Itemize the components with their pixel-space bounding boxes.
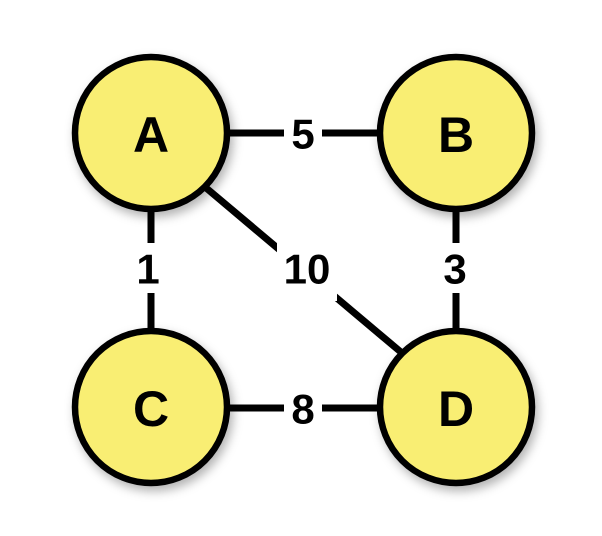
edge-label-b-d: 3 <box>433 243 477 293</box>
edge-weight-a-b: 5 <box>291 111 314 158</box>
node-b[interactable]: B <box>376 53 536 213</box>
edge-weight-c-d: 8 <box>291 386 314 433</box>
node-c[interactable]: C <box>71 327 231 487</box>
node-d-circle[interactable] <box>376 327 536 487</box>
edge-weight-b-d: 3 <box>443 246 466 293</box>
edge-label-backdrop <box>277 235 337 301</box>
edge-labels-group: 5 1 10 3 8 <box>126 105 477 436</box>
edge-label-backdrop <box>433 243 477 293</box>
edge-label-a-b: 5 <box>284 105 322 161</box>
node-d-label: D <box>438 381 474 437</box>
node-c-label: C <box>133 381 169 437</box>
nodes-group: A B C D <box>71 53 536 487</box>
edge-weight-a-d: 10 <box>284 246 331 293</box>
edge-label-backdrop <box>126 243 170 293</box>
edge-weight-a-c: 1 <box>136 246 159 293</box>
edge-label-backdrop <box>284 105 322 161</box>
node-d[interactable]: D <box>376 327 536 487</box>
node-a[interactable]: A <box>71 53 231 213</box>
node-a-label: A <box>133 107 169 163</box>
node-b-circle[interactable] <box>376 53 536 213</box>
node-b-label: B <box>438 107 474 163</box>
edge-label-backdrop <box>284 380 322 436</box>
node-c-circle[interactable] <box>71 327 231 487</box>
edge-label-a-c: 1 <box>126 243 170 293</box>
node-a-circle[interactable] <box>71 53 231 213</box>
edge-label-c-d: 8 <box>284 380 322 436</box>
edge-label-a-d: 10 <box>277 235 337 301</box>
